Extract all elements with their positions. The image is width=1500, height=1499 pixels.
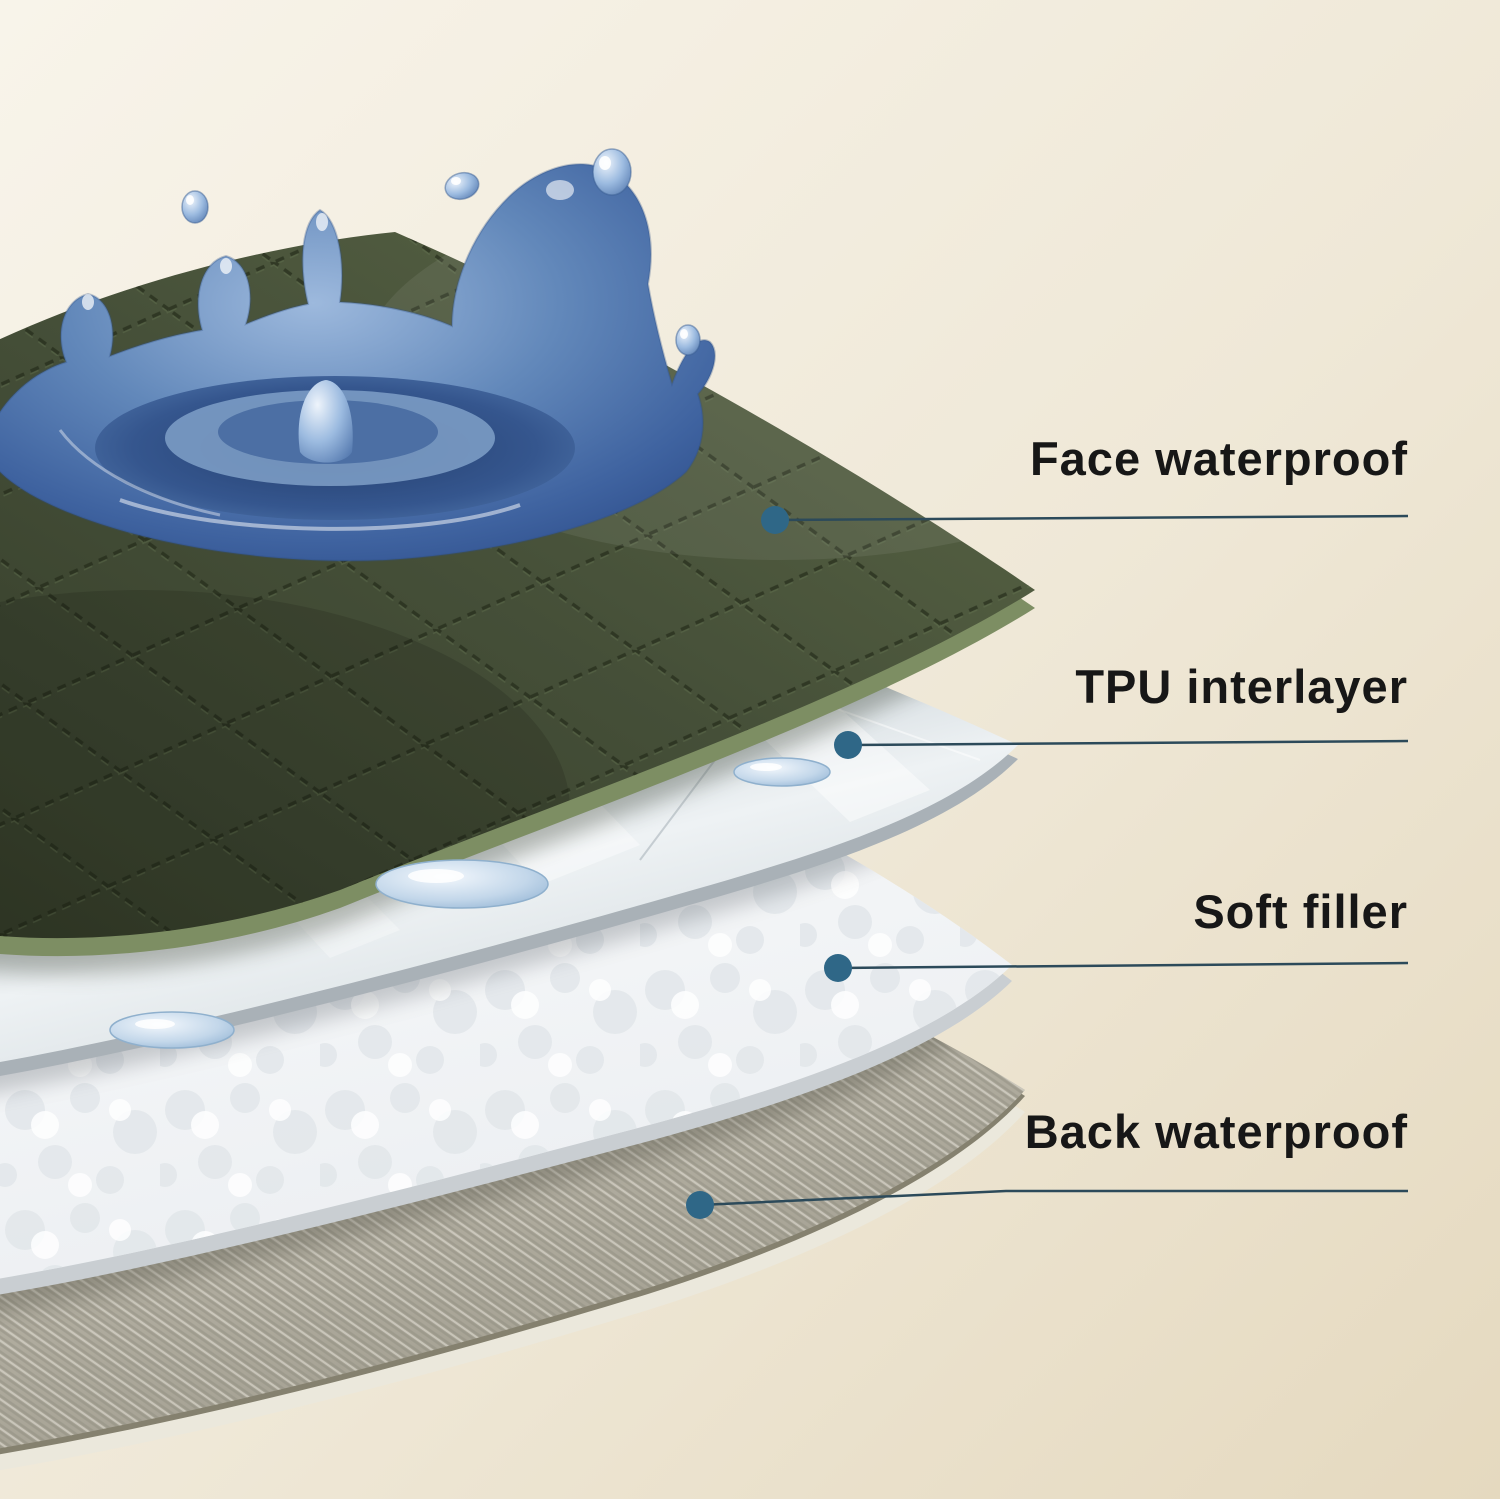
water-beads <box>109 757 831 1049</box>
filler-callout-dot <box>824 954 852 982</box>
tpu-callout-line <box>847 739 1409 747</box>
callout-label-soft-filler: Soft filler <box>1193 885 1408 938</box>
callout-dots <box>686 506 862 1219</box>
tpu-callout-dot <box>834 731 862 759</box>
callout-label-face-waterproof: Face waterproof <box>1029 432 1408 485</box>
callout-label-tpu-interlayer: TPU interlayer <box>1075 660 1408 713</box>
back-callout-dot <box>686 1191 714 1219</box>
callout-label-back-waterproof: Back waterproof <box>1024 1105 1408 1158</box>
face-callout-line <box>774 514 1409 522</box>
face-callout-dot <box>761 506 789 534</box>
back-callout-line <box>699 1189 1408 1207</box>
callout-lines <box>699 514 1409 1207</box>
water-droplets <box>181 148 701 356</box>
filler-callout-line <box>837 961 1409 970</box>
water-splash <box>0 163 716 562</box>
